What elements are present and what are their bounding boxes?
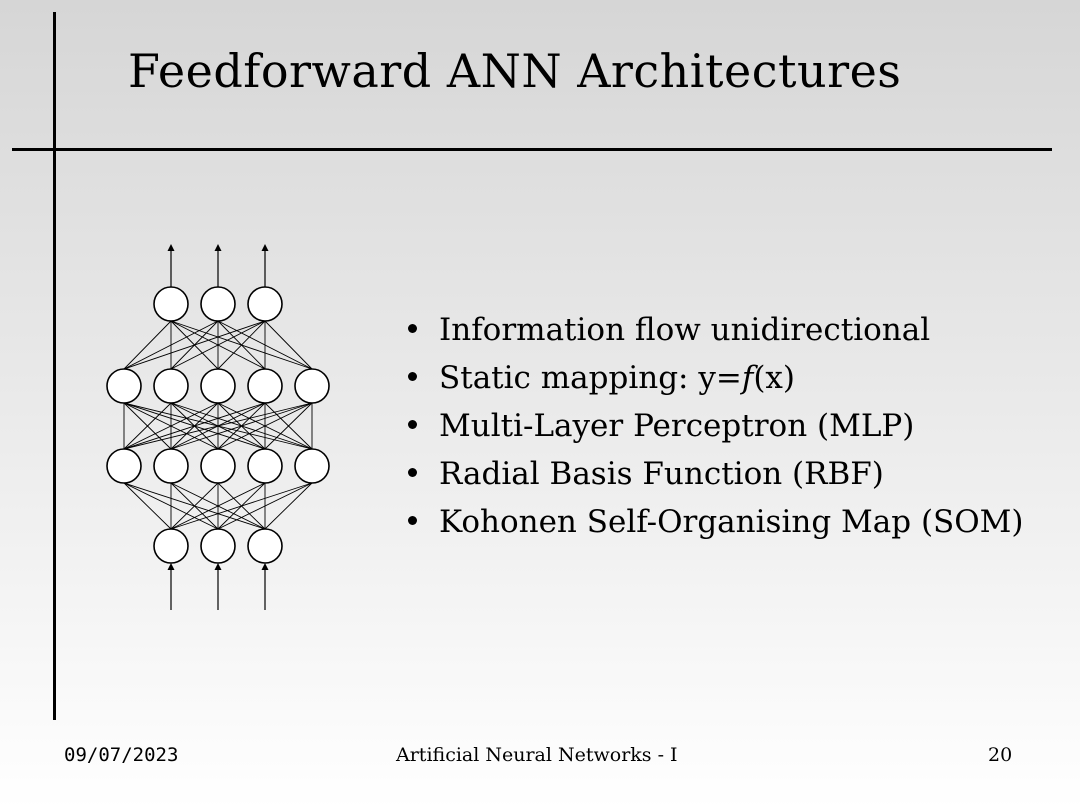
network-connections [123,320,313,530]
bullet-item: Static mapping: y=f(x) [406,360,1026,396]
bullet-item: Information flow unidirectional [406,312,1026,348]
slide-title: Feedforward ANN Architectures [128,44,902,98]
network-edge [123,482,172,530]
bullet-list: Information flow unidirectional Static m… [406,312,1026,552]
neuron-node [153,286,189,322]
network-edge [123,320,172,370]
bullet-item: Kohonen Self-Organising Map (SOM) [406,504,1026,540]
network-edge [170,402,313,450]
network-edge [217,482,313,530]
bullet-item: Multi-Layer Perceptron (MLP) [406,408,1026,444]
input-arrow-head [261,563,269,570]
neuron-node [247,528,283,564]
network-edge [217,402,313,450]
network-edge [123,320,219,370]
neuron-node [153,528,189,564]
network-edge [170,482,313,530]
neuron-node [106,368,142,404]
network-edge [264,320,313,370]
bullet-icon [408,324,417,333]
footer-title: Artificial Neural Networks - I [396,744,678,766]
neuron-node [200,448,236,484]
network-edge [123,320,266,370]
bullet-icon [408,516,417,525]
horizontal-rule [12,148,1052,151]
bullet-icon [408,420,417,429]
network-nodes [106,286,330,564]
network-edge [170,320,266,370]
network-edge [123,402,266,450]
input-arrow-head [214,563,222,570]
vertical-rule [53,12,56,720]
bullet-text-static-mapping: Static mapping: y=f(x) [439,360,795,396]
neuron-node [247,448,283,484]
network-edge [264,482,313,530]
network-edge [123,402,219,450]
output-arrow-head [261,244,269,251]
network-edge [264,402,313,450]
footer-page-number: 20 [988,744,1013,766]
neuron-node [294,368,330,404]
neuron-node [106,448,142,484]
network-edge [217,320,266,370]
output-arrow-head [214,244,222,251]
input-arrow-head [167,563,175,570]
neuron-node [200,286,236,322]
neuron-node [247,286,283,322]
bullet-icon [408,468,417,477]
network-edge [123,402,172,450]
footer-date: 09/07/2023 [64,744,179,766]
network-edge [170,482,266,530]
output-arrow-head [167,244,175,251]
network-diagram [106,244,330,610]
neuron-node [200,528,236,564]
neuron-node [294,448,330,484]
bullet-item: Radial Basis Function (RBF) [406,456,1026,492]
neuron-node [153,368,189,404]
bullet-icon [408,372,417,381]
network-edge [123,402,313,450]
neuron-node [153,448,189,484]
network-arrows [167,244,269,610]
network-edge [170,482,219,530]
neuron-node [200,368,236,404]
neuron-node [247,368,283,404]
